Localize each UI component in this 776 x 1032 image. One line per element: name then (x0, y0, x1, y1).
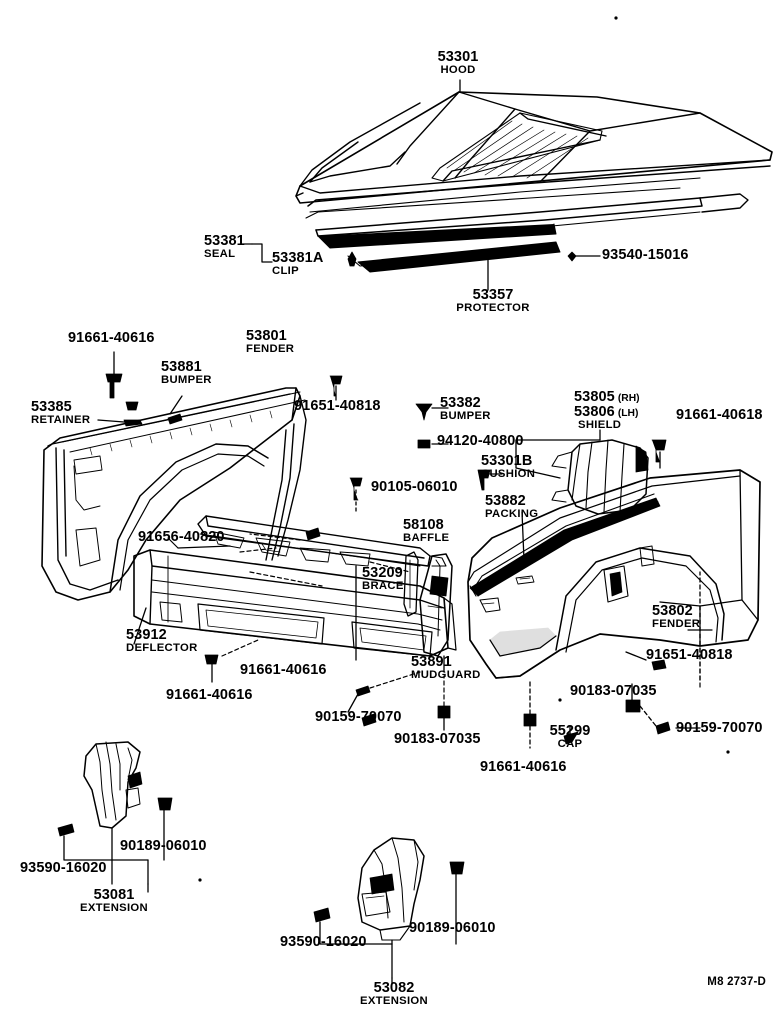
label-packing: 53882 PACKING (485, 493, 539, 520)
extension-left-art (83, 741, 143, 829)
label-brace: 53209 BRACE (362, 565, 404, 592)
label-clip-90183-left: 90183-07035 (394, 731, 481, 747)
label-bumper-53881: 53881 BUMPER (161, 359, 212, 386)
label-screw-90159-left: 90159-70070 (315, 709, 402, 725)
label-seal: 53381 SEAL (204, 233, 245, 260)
label-shield: 53805 (RH) 53806 (LH) SHIELD (574, 389, 640, 431)
label-retainer: 53385 RETAINER (31, 399, 91, 426)
hood-seal-art (305, 165, 771, 273)
label-bumper-53382: 53382 BUMPER (440, 395, 491, 422)
label-deflector: 53912 DEFLECTOR (126, 627, 198, 654)
label-extension-left: 53081 EXTENSION (80, 887, 148, 914)
label-clip-90183-right: 90183-07035 (570, 683, 657, 699)
label-screw-90189-left: 90189-06010 (120, 838, 207, 854)
bolt-glyph (105, 373, 123, 399)
label-baffle: 58108 BAFFLE (403, 517, 450, 544)
sheet-code: M8 2737-D (707, 976, 766, 988)
label-cap: 55299 CAP (549, 723, 591, 750)
label-clip-94120: 94120-40800 (437, 433, 524, 449)
label-bolt-91661-mud: 91661-40616 (480, 759, 567, 775)
hood-panel-art (295, 91, 773, 204)
label-bolt-91661-top: 91661-40616 (68, 330, 155, 346)
shield-art (551, 439, 649, 515)
label-fender-left: 53801 FENDER (246, 328, 295, 355)
brace-art (197, 515, 447, 617)
label-bolt-90105: 90105-06010 (371, 479, 458, 495)
left-fender-art (41, 387, 307, 601)
label-extension-right: 53082 EXTENSION (360, 980, 428, 1007)
label-screw-93590-left: 93590-16020 (20, 860, 107, 876)
label-bolt-91661-defl-a: 91661-40616 (240, 662, 327, 678)
label-bolt-91651-left: 91651-40818 (294, 398, 381, 414)
label-protector: 53357 PROTECTOR (456, 287, 530, 314)
label-fender-right: 53802 FENDER (652, 603, 701, 630)
label-clip: 53381A CLIP (272, 250, 324, 277)
label-bolt-91661-defl-b: 91661-40616 (166, 687, 253, 703)
right-fender-art (467, 469, 761, 679)
label-bolt-91651-right: 91651-40818 (646, 647, 733, 663)
label-screw-93590-right: 93590-16020 (280, 934, 367, 950)
label-screw-93540: 93540-15016 (602, 247, 689, 263)
label-screw-90189-right: 90189-06010 (409, 920, 496, 936)
label-cushion: 53301B CUSHION (481, 453, 536, 480)
mudguard-art (419, 553, 453, 657)
extension-right-art (357, 837, 425, 941)
label-screw-90159-right: 90159-70070 (676, 720, 763, 736)
label-clip-91656: 91656-40820 (138, 529, 225, 545)
label-hood: 53301 HOOD (437, 49, 479, 76)
deflector-art (133, 549, 457, 657)
label-mudguard: 53891 MUDGUARD (411, 654, 481, 681)
label-bolt-91661-right: 91661-40618 (676, 407, 763, 423)
